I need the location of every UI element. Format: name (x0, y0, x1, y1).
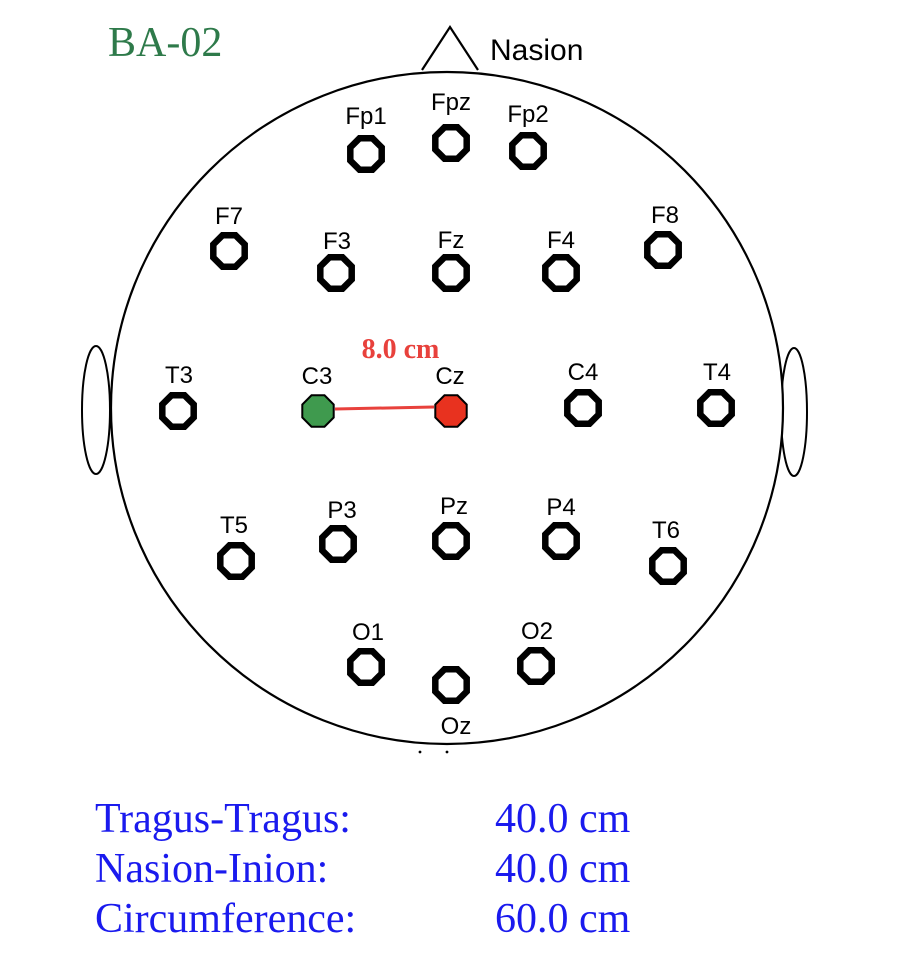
electrode-label: Oz (441, 713, 472, 740)
electrode-marker[interactable] (301, 394, 335, 428)
electrode-label: Fp1 (345, 103, 386, 130)
electrode-fpz[interactable]: Fpz (431, 89, 471, 162)
electrode-label: T5 (220, 512, 248, 539)
electrode-marker[interactable] (432, 522, 470, 560)
electrode-marker[interactable] (509, 132, 547, 170)
electrode-label: F3 (323, 228, 351, 255)
electrode-c3[interactable]: C3 (301, 363, 335, 428)
measurement-value: 40.0 cm (495, 846, 631, 892)
head-measurements: Tragus-Tragus: 40.0 cm Nasion-Inion: 40.… (95, 796, 631, 942)
electrode-o2[interactable]: O2 (517, 618, 555, 685)
electrode-p4[interactable]: P4 (542, 494, 580, 560)
electrode-f8[interactable]: F8 (644, 202, 682, 269)
electrode-label: Pz (440, 493, 468, 520)
electrode-marker[interactable] (434, 394, 468, 428)
electrode-marker[interactable] (432, 254, 470, 292)
electrode-label: Fpz (431, 89, 471, 116)
nose-marker (421, 24, 479, 71)
electrode-f4[interactable]: F4 (542, 227, 580, 292)
electrode-marker[interactable] (542, 254, 580, 292)
electrode-marker[interactable] (644, 231, 682, 269)
electrode-pz[interactable]: Pz (432, 493, 470, 560)
electrode-label: Fp2 (507, 101, 548, 128)
electrode-label: O2 (521, 618, 553, 645)
electrode-t3[interactable]: T3 (159, 362, 197, 430)
inion-dot (418, 750, 422, 754)
electrode-fp2[interactable]: Fp2 (507, 101, 549, 170)
left-ear (81, 345, 111, 475)
nasion-label: Nasion (490, 34, 583, 67)
electrode-label: F8 (651, 202, 679, 229)
electrode-t4[interactable]: T4 (697, 359, 735, 427)
electrode-marker[interactable] (517, 647, 555, 685)
electrode-o1[interactable]: O1 (347, 619, 385, 686)
electrode-label: P4 (546, 494, 575, 521)
electrode-label: O1 (352, 619, 384, 646)
distance-label: 8.0 cm (362, 334, 440, 365)
electrode-label: F7 (215, 203, 243, 230)
distance-line (334, 405, 435, 411)
electrode-label: T6 (652, 517, 680, 544)
inion-dot (445, 750, 449, 754)
electrode-label: P3 (327, 497, 356, 524)
electrode-marker[interactable] (319, 525, 357, 563)
electrode-marker[interactable] (432, 124, 470, 162)
electrode-marker[interactable] (217, 542, 255, 580)
electrode-fp1[interactable]: Fp1 (345, 103, 387, 173)
electrode-marker[interactable] (347, 135, 385, 173)
electrode-fz[interactable]: Fz (432, 227, 470, 292)
electrode-oz[interactable]: Oz (432, 666, 472, 740)
subject-title: BA-02 (108, 20, 222, 66)
electrode-label: Cz (435, 363, 464, 390)
electrode-marker[interactable] (317, 254, 355, 292)
electrode-cz[interactable]: Cz (434, 363, 468, 428)
electrode-label: T3 (165, 362, 193, 389)
electrode-marker[interactable] (210, 232, 248, 270)
electrode-label: F4 (547, 227, 575, 254)
electrode-label: T4 (703, 359, 731, 386)
measurement-value: 40.0 cm (495, 796, 631, 842)
electrode-t6[interactable]: T6 (649, 517, 687, 585)
electrode-f3[interactable]: F3 (317, 228, 355, 292)
measurement-label: Circumference: (95, 896, 356, 942)
measurement-value: 60.0 cm (495, 896, 631, 942)
electrode-f7[interactable]: F7 (210, 203, 248, 270)
electrode-marker[interactable] (649, 547, 687, 585)
right-ear (780, 347, 808, 477)
electrode-marker[interactable] (159, 392, 197, 430)
electrode-marker[interactable] (697, 389, 735, 427)
electrode-label: C4 (568, 359, 599, 386)
electrode-marker[interactable] (564, 389, 602, 427)
electrode-c4[interactable]: C4 (564, 359, 602, 427)
measurement-label: Nasion-Inion: (95, 846, 328, 892)
electrode-label: Fz (438, 227, 465, 254)
measurement-label: Tragus-Tragus: (95, 796, 351, 842)
electrode-label: C3 (302, 363, 333, 390)
electrode-p3[interactable]: P3 (319, 497, 357, 563)
electrode-marker[interactable] (542, 522, 580, 560)
electrode-marker[interactable] (432, 666, 470, 704)
electrode-marker[interactable] (347, 648, 385, 686)
electrode-t5[interactable]: T5 (217, 512, 255, 580)
